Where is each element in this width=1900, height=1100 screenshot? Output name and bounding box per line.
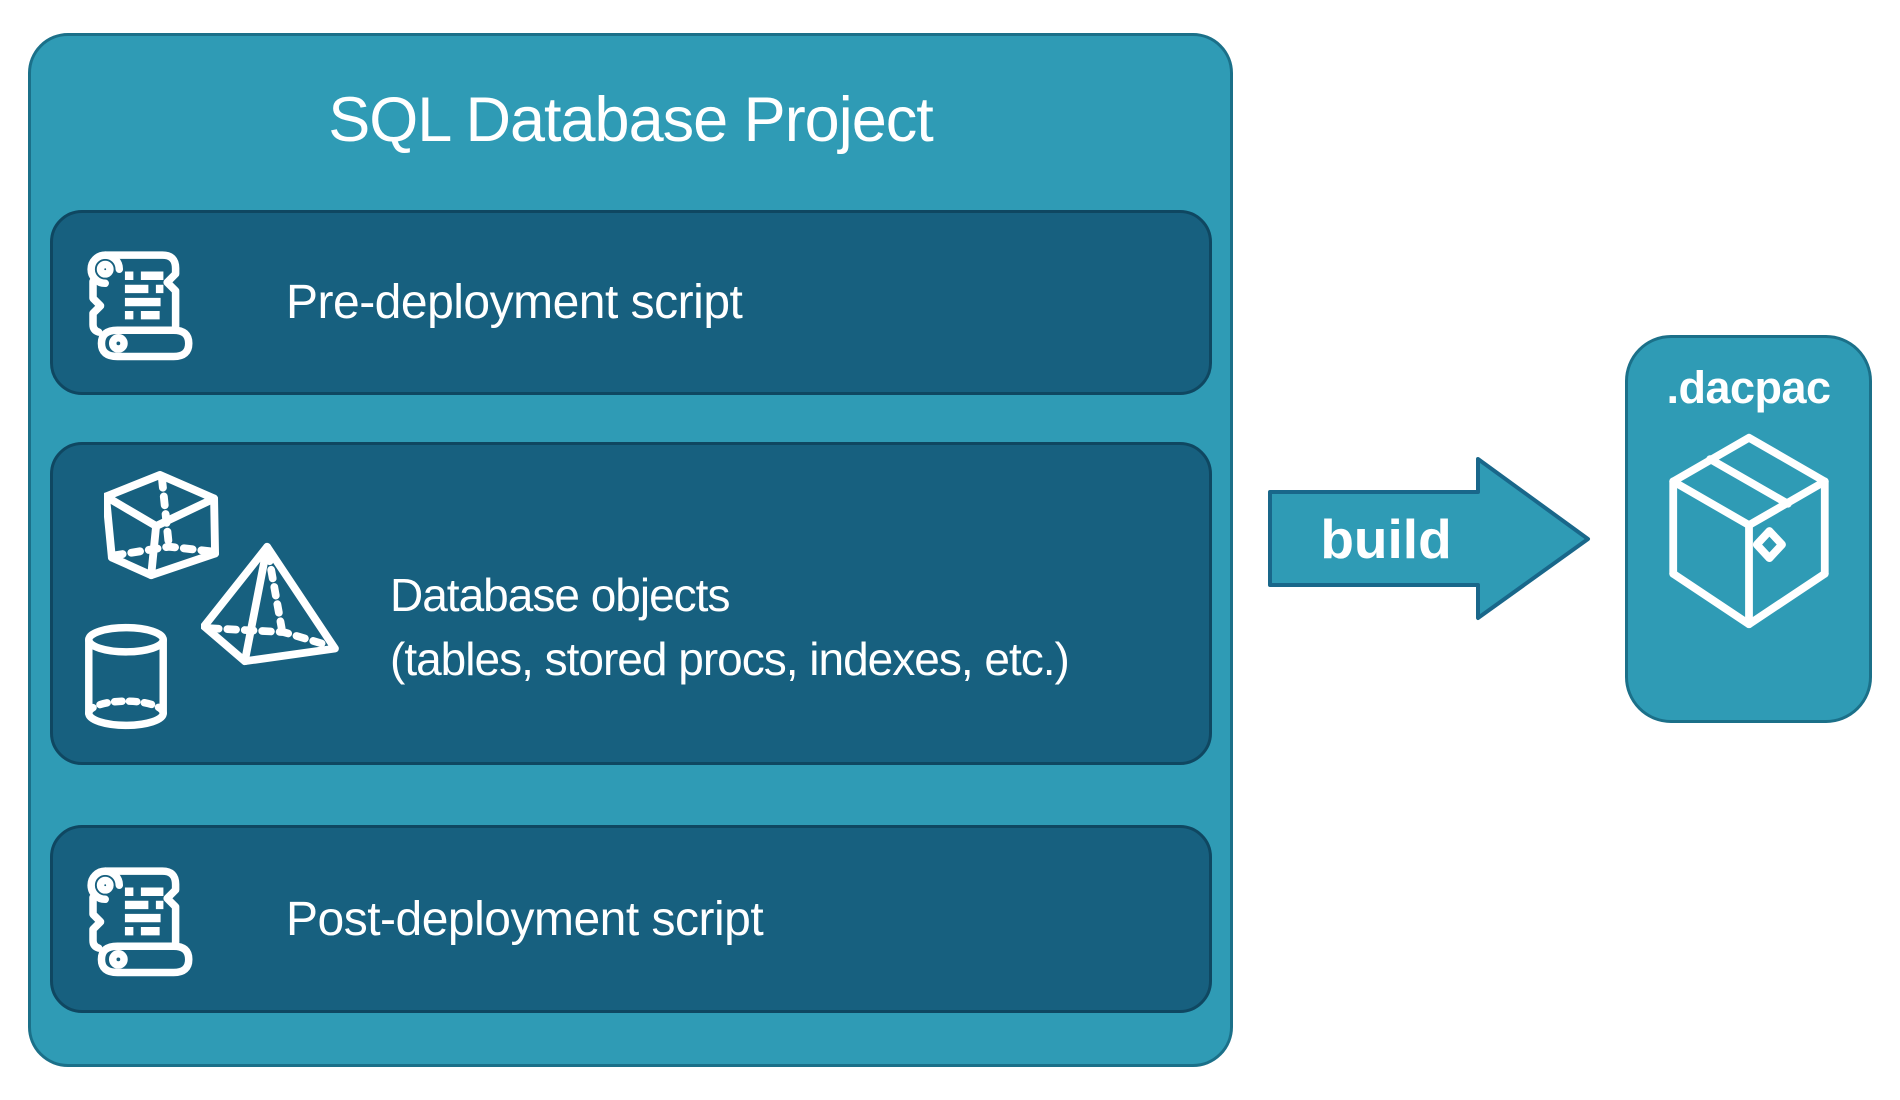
pre-deployment-label: Pre-deployment script [286, 276, 743, 329]
package-icon [1668, 433, 1829, 629]
project-title: SQL Database Project [328, 85, 934, 155]
cube-icon [104, 471, 220, 580]
post-deployment-script-box: Post-deployment script [50, 825, 1212, 1013]
build-arrow-label: build [1320, 508, 1451, 570]
cylinder-icon [85, 623, 167, 730]
post-deployment-label: Post-deployment script [286, 892, 764, 946]
sql-database-project-container: SQL Database Project Pr [28, 33, 1233, 1067]
database-objects-line1: Database objects [390, 569, 730, 621]
pyramid-icon [201, 542, 339, 666]
database-objects-label: Database objects (tables, stored procs, … [390, 563, 1070, 691]
scroll-icon [87, 250, 193, 360]
scroll-icon [87, 867, 193, 977]
dacpac-label: .dacpac [1666, 362, 1831, 413]
pre-deployment-script-box: Pre-deployment script [50, 210, 1212, 395]
database-objects-line2: (tables, stored procs, indexes, etc.) [390, 633, 1070, 685]
build-arrow-shape [1268, 457, 1590, 620]
database-objects-box: Database objects (tables, stored procs, … [50, 442, 1212, 765]
build-arrow: build [1268, 457, 1590, 620]
dacpac-box: .dacpac [1625, 335, 1872, 723]
